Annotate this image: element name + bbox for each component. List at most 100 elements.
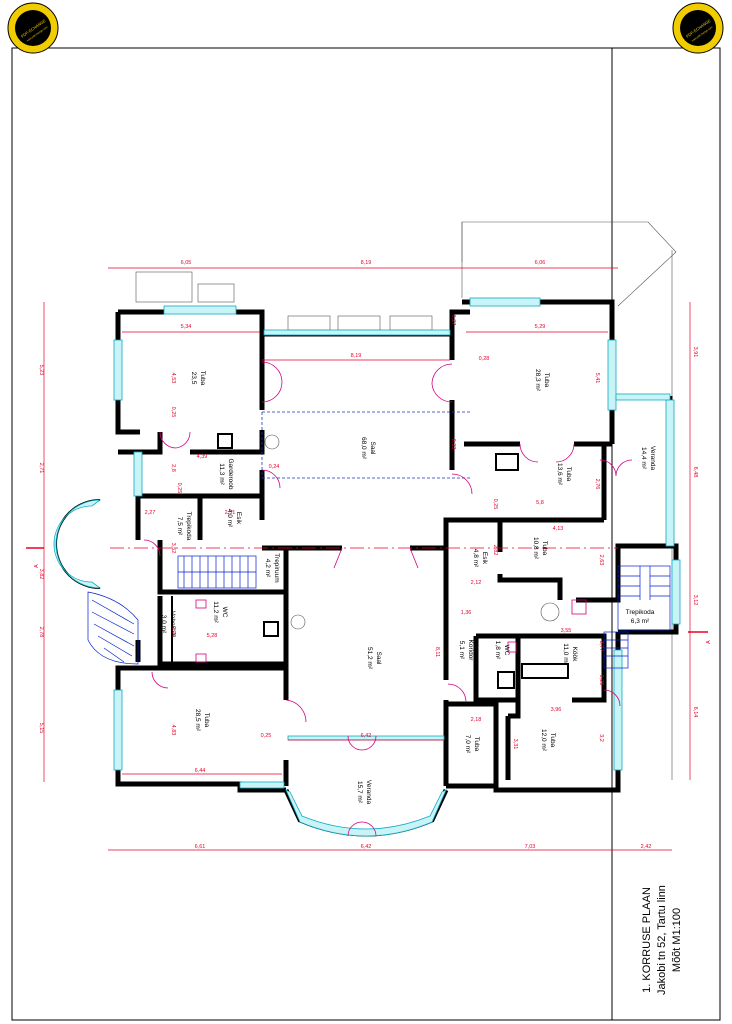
room-area: 4,2 m²	[264, 559, 271, 578]
toilet-w1	[195, 599, 207, 609]
dim-bottom-value: 6,42	[361, 844, 372, 850]
window-veranda-e	[665, 399, 675, 547]
window-ne-east	[607, 339, 617, 411]
window-sw-south	[239, 781, 285, 789]
door-saal-gard	[261, 469, 281, 489]
west-rotunda	[53, 499, 139, 665]
door-koridor	[447, 683, 467, 703]
column-1	[264, 434, 280, 450]
door-saal-ne	[431, 363, 453, 403]
dim-inner-value: 2,8	[170, 464, 176, 472]
stair-east-treads	[618, 566, 670, 600]
section-label-right: A	[706, 640, 712, 644]
dim-inner-value: 4,53	[170, 373, 176, 384]
wall-sw	[115, 665, 286, 793]
dimension-lines	[43, 267, 691, 851]
toilet-e	[507, 641, 517, 653]
door-veranda-s	[347, 735, 377, 751]
room-area: 5,1 m²	[458, 641, 465, 660]
window-sw-west	[113, 689, 123, 771]
dim-inner-value: 2,76	[170, 627, 176, 638]
room-name: Veranda	[649, 446, 656, 471]
door-saal-mid	[333, 547, 419, 569]
radiator	[571, 599, 587, 615]
title-block: 1. KORRUSE PLAAN Jakobi tn 52, Tartu lin…	[641, 885, 683, 995]
room-area: 4,0 m²	[226, 509, 233, 528]
room-area: 12,0 m²	[540, 729, 547, 752]
dim-inner-value: 5,41	[594, 373, 600, 384]
wall-tuba-sw-north	[148, 665, 289, 700]
stair-west-treads	[178, 556, 256, 588]
room-name: Köök	[571, 647, 578, 663]
dim-inner-value: 0,24	[269, 464, 280, 470]
dim-inner-value: 0,25	[170, 407, 176, 418]
terrace-outline	[135, 271, 193, 303]
dim-right-value: 6,48	[692, 467, 698, 478]
dim-inner-value: 0,25	[261, 733, 272, 739]
room-wc-e: WC1,8 m²	[494, 641, 510, 660]
door-tuba-saal	[261, 361, 283, 403]
door-e1-n	[519, 443, 575, 463]
door-saal-e1	[451, 473, 473, 495]
dim-inner-value: 3,55	[561, 628, 572, 634]
plan-address: Jakobi tn 52, Tartu linn	[656, 885, 668, 995]
dim-inner-value: 1,36	[461, 610, 472, 616]
dim-inner-value: 5,28	[207, 633, 218, 639]
room-area: 7,5 m²	[176, 517, 183, 536]
dim-inner-value: 0,25	[176, 483, 182, 494]
room-area: 28,3 m²	[534, 369, 541, 392]
section-label-left: A	[34, 564, 40, 568]
room-name: Tuba	[203, 713, 210, 728]
dim-right-value: 3,91	[692, 347, 698, 358]
dim-left-value: 5,23	[38, 365, 44, 376]
dim-inner-value: 8,11	[434, 647, 440, 657]
wall-wc-w	[157, 590, 289, 667]
wall-trepikoda-w	[157, 540, 289, 595]
room-name: Trepikoda	[626, 609, 655, 616]
room-trepikoda-e: Trepikoda 6,3 m²	[626, 609, 655, 625]
pdf-badge-right	[672, 2, 724, 54]
roof-outline	[461, 221, 677, 307]
balustrade-3	[389, 315, 433, 331]
room-area: 13,6 m²	[556, 463, 563, 486]
window-saal-north	[263, 329, 451, 336]
dim-inner-value: 3,2	[598, 734, 604, 742]
room-name: Saal	[369, 441, 376, 455]
dim-inner-value: 2,12	[471, 580, 482, 586]
room-name: Trepikoda	[185, 512, 192, 541]
room-name: WC	[221, 607, 228, 618]
window-gard-w	[133, 451, 143, 497]
dim-inner-value: 2,31	[225, 510, 236, 516]
spiral-stair	[87, 591, 139, 665]
veranda-south-bay	[283, 735, 449, 837]
doors	[143, 361, 633, 837]
room-area: 6,3 m²	[631, 618, 650, 625]
wall-gard-south	[140, 493, 265, 520]
room-name: WC	[503, 645, 510, 656]
badge-inner	[680, 10, 716, 46]
dim-inner-value: 5,29	[535, 324, 546, 330]
terrace-step	[197, 283, 235, 303]
room-area: 11,0 m²	[562, 643, 569, 665]
room-name: Garderoob	[227, 458, 234, 489]
rotunda-glazing	[53, 499, 102, 589]
room-area: 15,7 m²	[356, 781, 363, 804]
dim-bottom-value: 6,61	[195, 844, 206, 850]
dim-inner-value: 0,28	[479, 356, 490, 362]
wall-trep-e	[576, 543, 670, 603]
